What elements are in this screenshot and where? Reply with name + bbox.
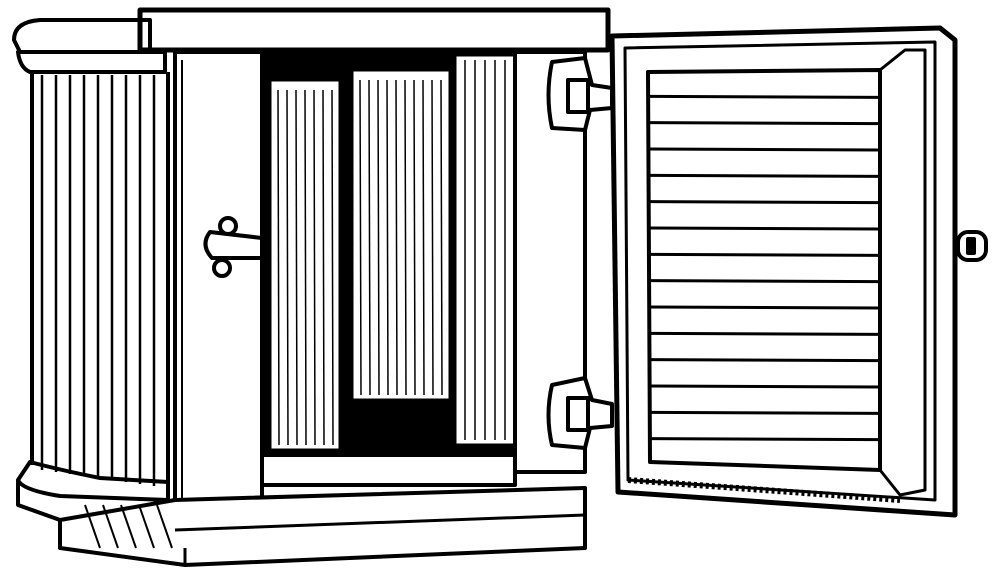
drum-grain xyxy=(359,79,362,396)
interior xyxy=(262,52,530,462)
plank-line xyxy=(138,504,155,549)
drum-grain xyxy=(304,89,307,446)
open-door xyxy=(609,25,958,518)
louver-slat xyxy=(649,252,881,257)
louver-slat xyxy=(649,331,881,336)
drum-grain xyxy=(331,89,334,446)
louver-slat xyxy=(649,173,881,178)
drum-grain xyxy=(368,79,371,396)
fluted-column xyxy=(12,18,170,527)
louver-slat xyxy=(649,384,881,389)
plank-line xyxy=(156,504,173,549)
cabinet-frame xyxy=(58,50,587,567)
louver-slat xyxy=(649,147,881,152)
hinge-bottom xyxy=(546,376,614,450)
louver-slat xyxy=(649,279,881,284)
louver-slat xyxy=(649,305,881,310)
drum-grain xyxy=(277,89,280,446)
drum-grain xyxy=(413,79,416,396)
door-louvers xyxy=(649,94,881,442)
column-flutes xyxy=(40,75,156,486)
drum-grain xyxy=(386,79,389,396)
louver-slat xyxy=(649,437,881,442)
drum-grain xyxy=(440,79,443,396)
base-planks xyxy=(84,504,173,549)
louver-slat xyxy=(649,121,881,126)
drum-grain xyxy=(295,89,298,446)
louver-slat xyxy=(649,410,881,415)
louver-slat xyxy=(649,358,881,363)
plank-line xyxy=(120,504,137,549)
drum-grain xyxy=(431,79,434,396)
louver-slat xyxy=(649,226,881,231)
drum-grain xyxy=(377,79,380,396)
drum-grain xyxy=(322,89,325,446)
latch xyxy=(203,216,264,278)
interior-drums xyxy=(268,53,517,452)
drum-grain xyxy=(286,89,289,446)
louver-slat xyxy=(649,200,881,205)
plank-line xyxy=(84,504,101,549)
plank-line xyxy=(102,504,119,549)
drum-grain xyxy=(395,79,398,396)
drum xyxy=(350,68,452,402)
door-knob[interactable] xyxy=(956,230,988,262)
hinge-top xyxy=(546,56,614,132)
louver-slat xyxy=(649,94,881,99)
drum-grain xyxy=(404,79,407,396)
top-slab xyxy=(137,7,611,53)
drum-grain xyxy=(313,89,316,446)
drum-grain xyxy=(422,79,425,396)
